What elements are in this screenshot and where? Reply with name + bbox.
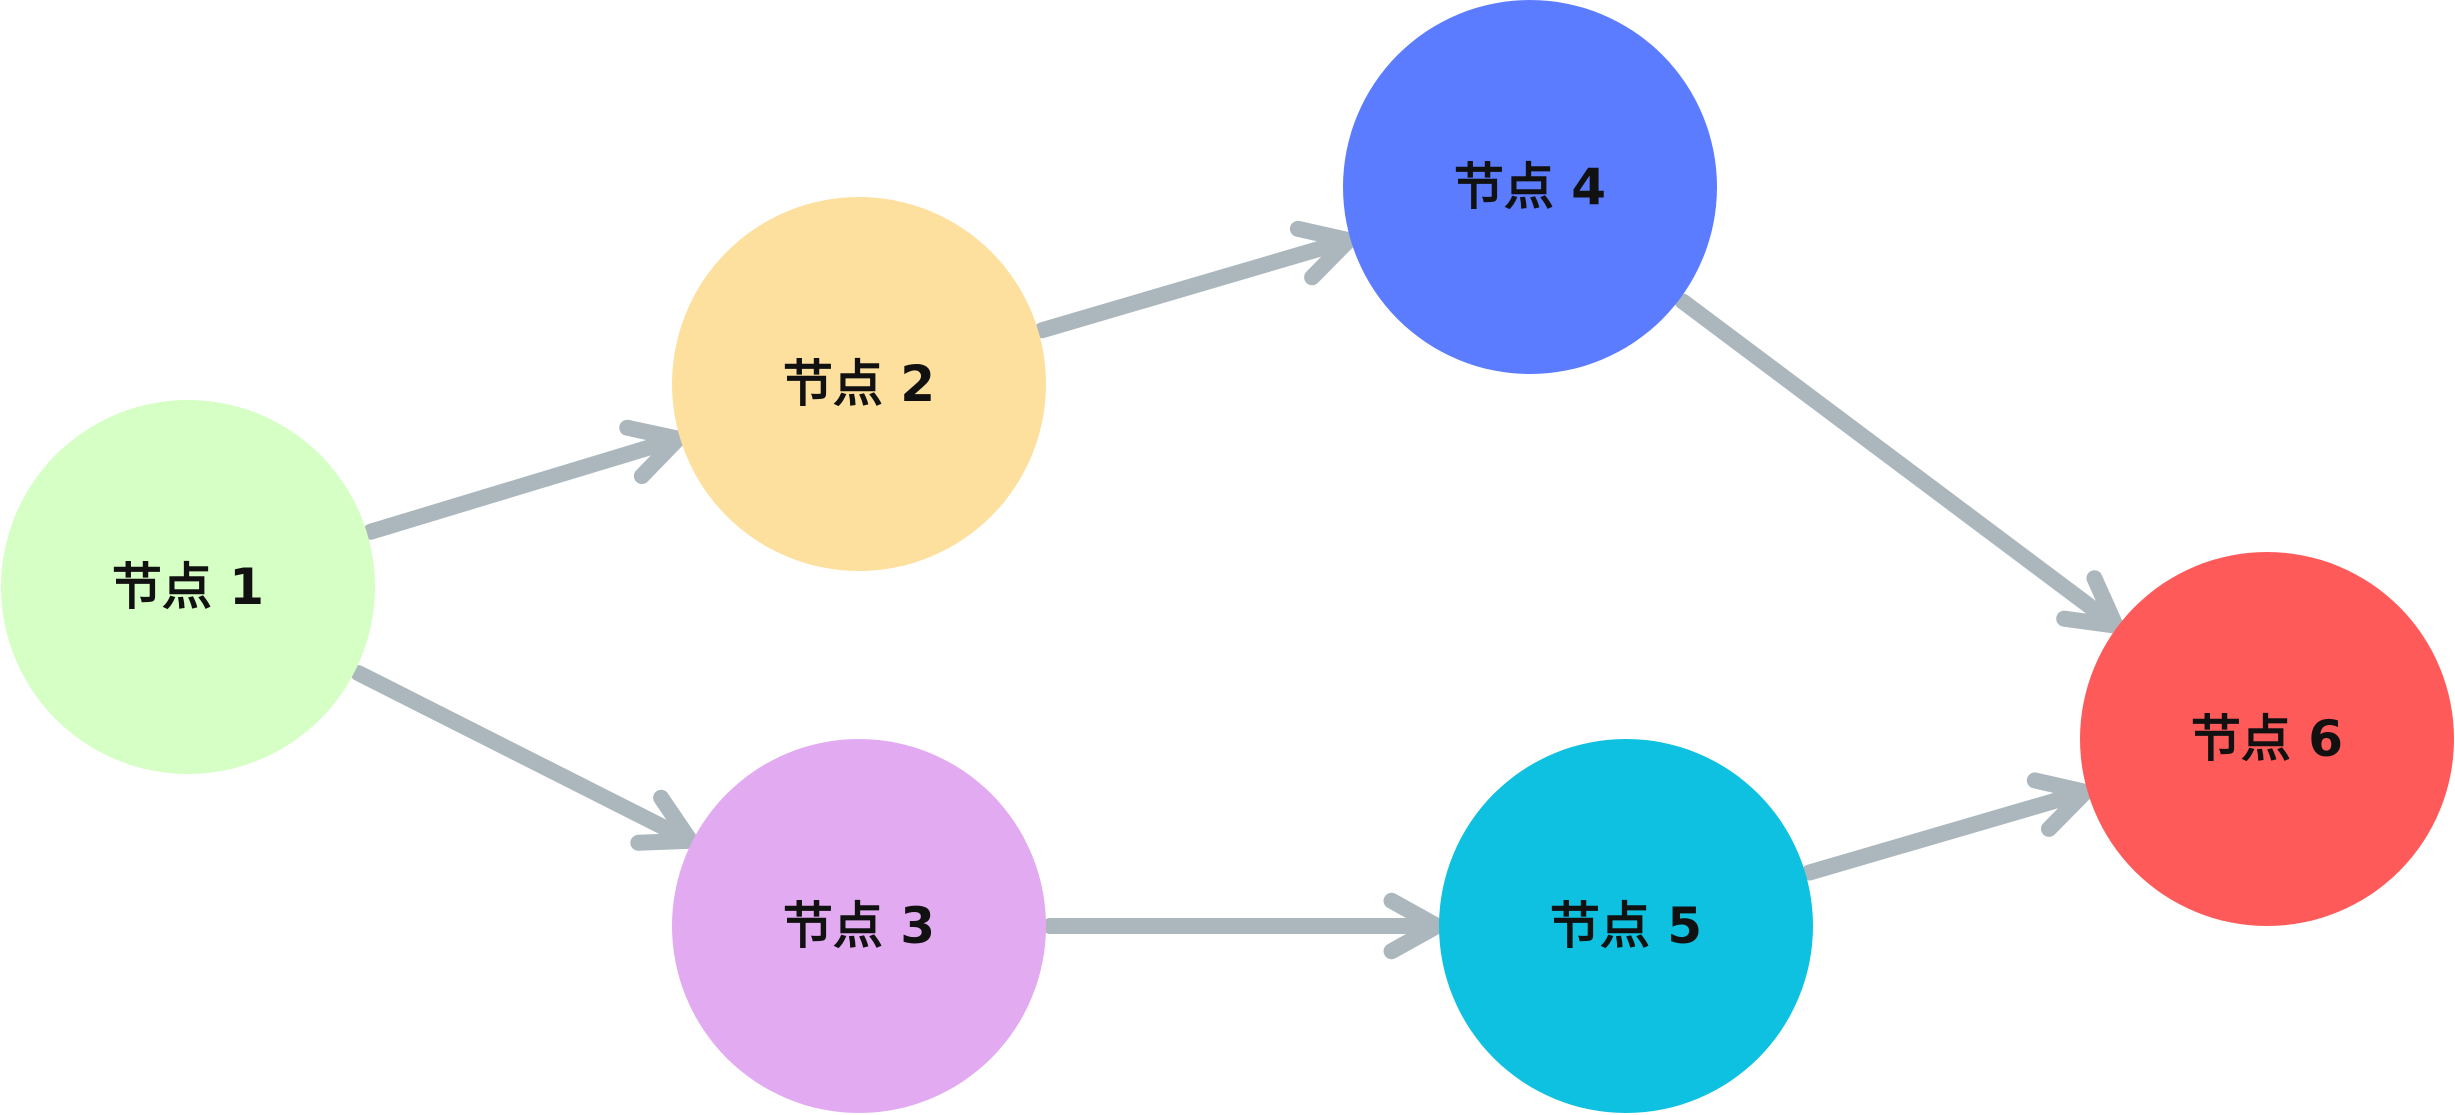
edge-line [350,665,699,849]
node-circle[interactable] [672,197,1046,571]
node-label: 节点 4 [1454,158,1606,216]
node-circle[interactable] [1343,0,1717,374]
arrowhead [630,789,699,851]
edge-n4-n6 [1674,293,2124,634]
edge-n5-n6 [1801,772,2094,881]
node-4[interactable]: 节点 4 [1343,0,1717,374]
arrowhead [1383,892,1445,960]
edge-n2-n4 [1034,220,1357,339]
node-3[interactable]: 节点 3 [672,739,1046,1113]
edges-layer [350,220,2124,960]
edge-line [1034,232,1357,339]
edge-n1-n3 [350,665,699,851]
node-circle[interactable] [2080,552,2454,926]
node-label: 节点 2 [783,355,935,413]
arrowhead [2056,570,2124,634]
node-circle[interactable] [1439,739,1813,1113]
node-circle[interactable] [672,739,1046,1113]
edge-n1-n2 [362,419,687,540]
edge-n3-n5 [1042,892,1445,960]
edge-line [1801,783,2094,881]
node-1[interactable]: 节点 1 [1,400,375,774]
node-label: 节点 3 [783,897,935,955]
node-label: 节点 5 [1550,897,1702,955]
arrowhead [619,419,687,485]
node-2[interactable]: 节点 2 [672,197,1046,571]
edge-line [1674,293,2124,634]
node-5[interactable]: 节点 5 [1439,739,1813,1113]
node-circle[interactable] [1,400,375,774]
node-6[interactable]: 节点 6 [2080,552,2454,926]
node-label: 节点 6 [2191,710,2343,768]
node-label: 节点 1 [112,558,264,616]
arrowhead [1289,220,1357,286]
edge-line [362,430,687,540]
arrowhead [2026,772,2094,837]
